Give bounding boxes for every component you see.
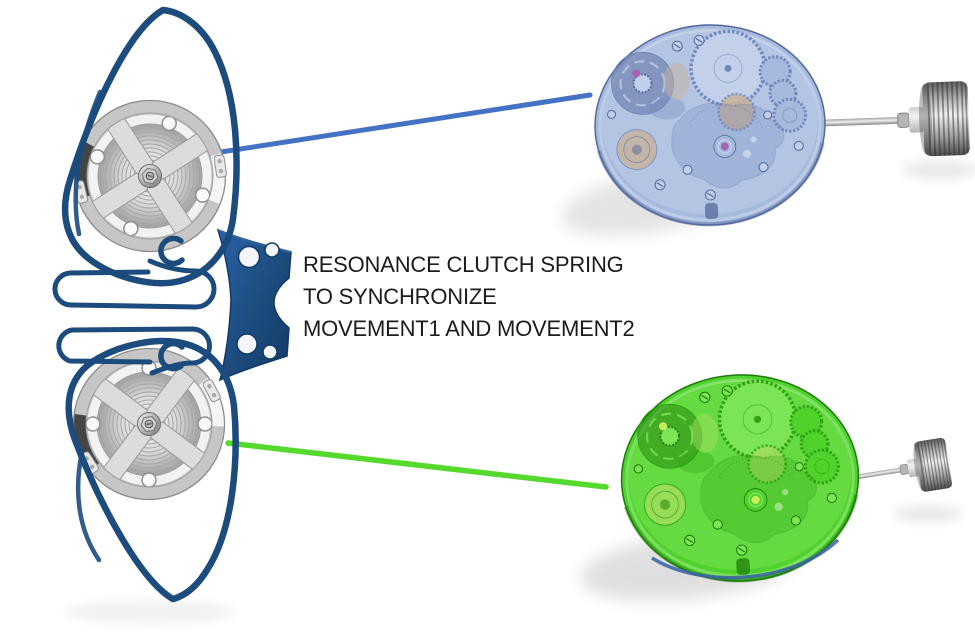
movement1-blue xyxy=(589,19,971,231)
caption-line-2: TO SYNCHRONIZE xyxy=(303,284,497,309)
movement2-green xyxy=(614,367,954,589)
balance-wheel-bottom xyxy=(43,318,256,531)
clutch-spring-wire xyxy=(52,6,240,603)
spring-anchor-block xyxy=(216,228,292,382)
callout-line-movement1 xyxy=(218,92,593,155)
movement2-crown-icon xyxy=(845,436,954,504)
clutch-spring-assembly xyxy=(38,6,292,603)
caption-line-1: RESONANCE CLUTCH SPRING xyxy=(303,252,624,277)
caption: RESONANCE CLUTCH SPRING TO SYNCHRONIZE M… xyxy=(303,249,635,345)
movement2-blue-rim xyxy=(651,538,840,580)
callout-line-movement2 xyxy=(225,440,609,490)
caption-line-3: MOVEMENT1 AND MOVEMENT2 xyxy=(303,316,635,341)
movement1-crown-icon xyxy=(821,80,971,161)
